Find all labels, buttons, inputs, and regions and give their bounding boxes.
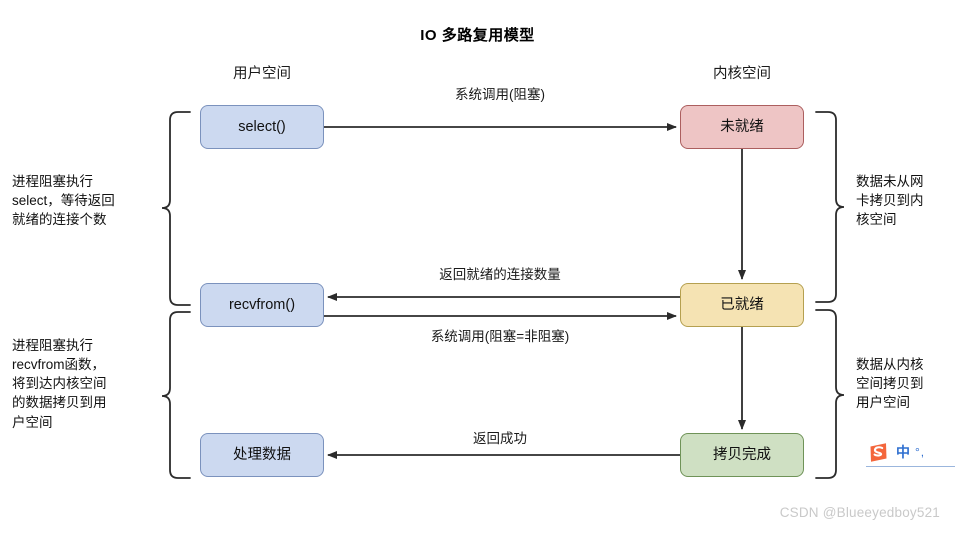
annotation-left-bottom-line-1: 进程阻塞执行 [12, 338, 93, 353]
annotation-right-bottom-line-1: 数据从内核 [856, 357, 924, 372]
ime-mode-chinese[interactable]: 中 [896, 444, 910, 460]
node-recvfrom[interactable]: recvfrom() [200, 283, 324, 327]
node-ready[interactable]: 已就绪 [680, 283, 804, 327]
node-recvfrom-label: recvfrom() [228, 296, 296, 313]
node-not-ready[interactable]: 未就绪 [680, 105, 804, 149]
annotation-right-top-line-1: 数据未从网 [856, 174, 924, 189]
node-ready-label: 已就绪 [720, 296, 764, 313]
annotation-left-bottom-line-2: recvfrom函数， [12, 357, 106, 373]
annotation-right-top-line-2: 卡拷贝到内 [856, 193, 924, 209]
annotation-left-bottom: 进程阻塞执行 recvfrom函数， 将到达内核空间 的数据拷贝到用 户空间 [12, 336, 158, 432]
ime-toolbar-underline [866, 466, 955, 467]
csdn-watermark: CSDN @Blueeyedboy521 [779, 505, 940, 520]
annotation-left-bottom-line-3: 将到达内核空间 [12, 376, 107, 392]
edge-label-syscall-nonblocking: 系统调用(阻塞=非阻塞) [430, 329, 570, 344]
ime-toolbar[interactable]: 中 °, [866, 437, 948, 467]
annotation-right-top: 数据未从网 卡拷贝到内 核空间 [856, 172, 955, 229]
node-process-data-label: 处理数据 [233, 446, 291, 463]
node-select-label: select() [238, 118, 286, 135]
column-header-kernel-space: 内核空间 [713, 66, 771, 82]
annotation-left-top-line-3: 就绪的连接个数 [12, 212, 107, 228]
annotation-right-top-line-3: 核空间 [856, 212, 897, 228]
annotation-left-bottom-line-5: 户空间 [12, 414, 53, 430]
annotation-right-bottom-line-2: 空间拷贝到 [856, 376, 924, 392]
sogou-logo-icon[interactable] [866, 440, 891, 465]
brace-right-top [815, 111, 845, 303]
annotation-left-top-line-2: select，等待返回 [12, 193, 115, 209]
annotation-left-top-line-1: 进程阻塞执行 [12, 174, 93, 189]
node-process-data[interactable]: 处理数据 [200, 433, 324, 477]
annotation-right-bottom-line-3: 用户空间 [856, 395, 910, 411]
annotation-left-top: 进程阻塞执行 select，等待返回 就绪的连接个数 [12, 172, 152, 229]
node-not-ready-label: 未就绪 [720, 118, 764, 135]
column-header-user-space: 用户空间 [233, 66, 291, 82]
page-title: IO 多路复用模型 [420, 27, 535, 44]
ime-punctuation-toggle[interactable]: °, [915, 445, 926, 459]
brace-left-top [161, 111, 191, 306]
edge-label-return-success: 返回成功 [473, 431, 527, 446]
brace-right-bottom [815, 309, 845, 479]
node-copy-done[interactable]: 拷贝完成 [680, 433, 804, 477]
annotation-right-bottom: 数据从内核 空间拷贝到 用户空间 [856, 355, 955, 412]
annotation-left-bottom-line-4: 的数据拷贝到用 [12, 395, 107, 411]
brace-left-bottom [161, 311, 191, 479]
node-copy-done-label: 拷贝完成 [713, 446, 771, 463]
edge-label-return-ready-count: 返回就绪的连接数量 [439, 267, 561, 282]
edge-label-syscall-blocking: 系统调用(阻塞) [455, 87, 545, 102]
node-select[interactable]: select() [200, 105, 324, 149]
